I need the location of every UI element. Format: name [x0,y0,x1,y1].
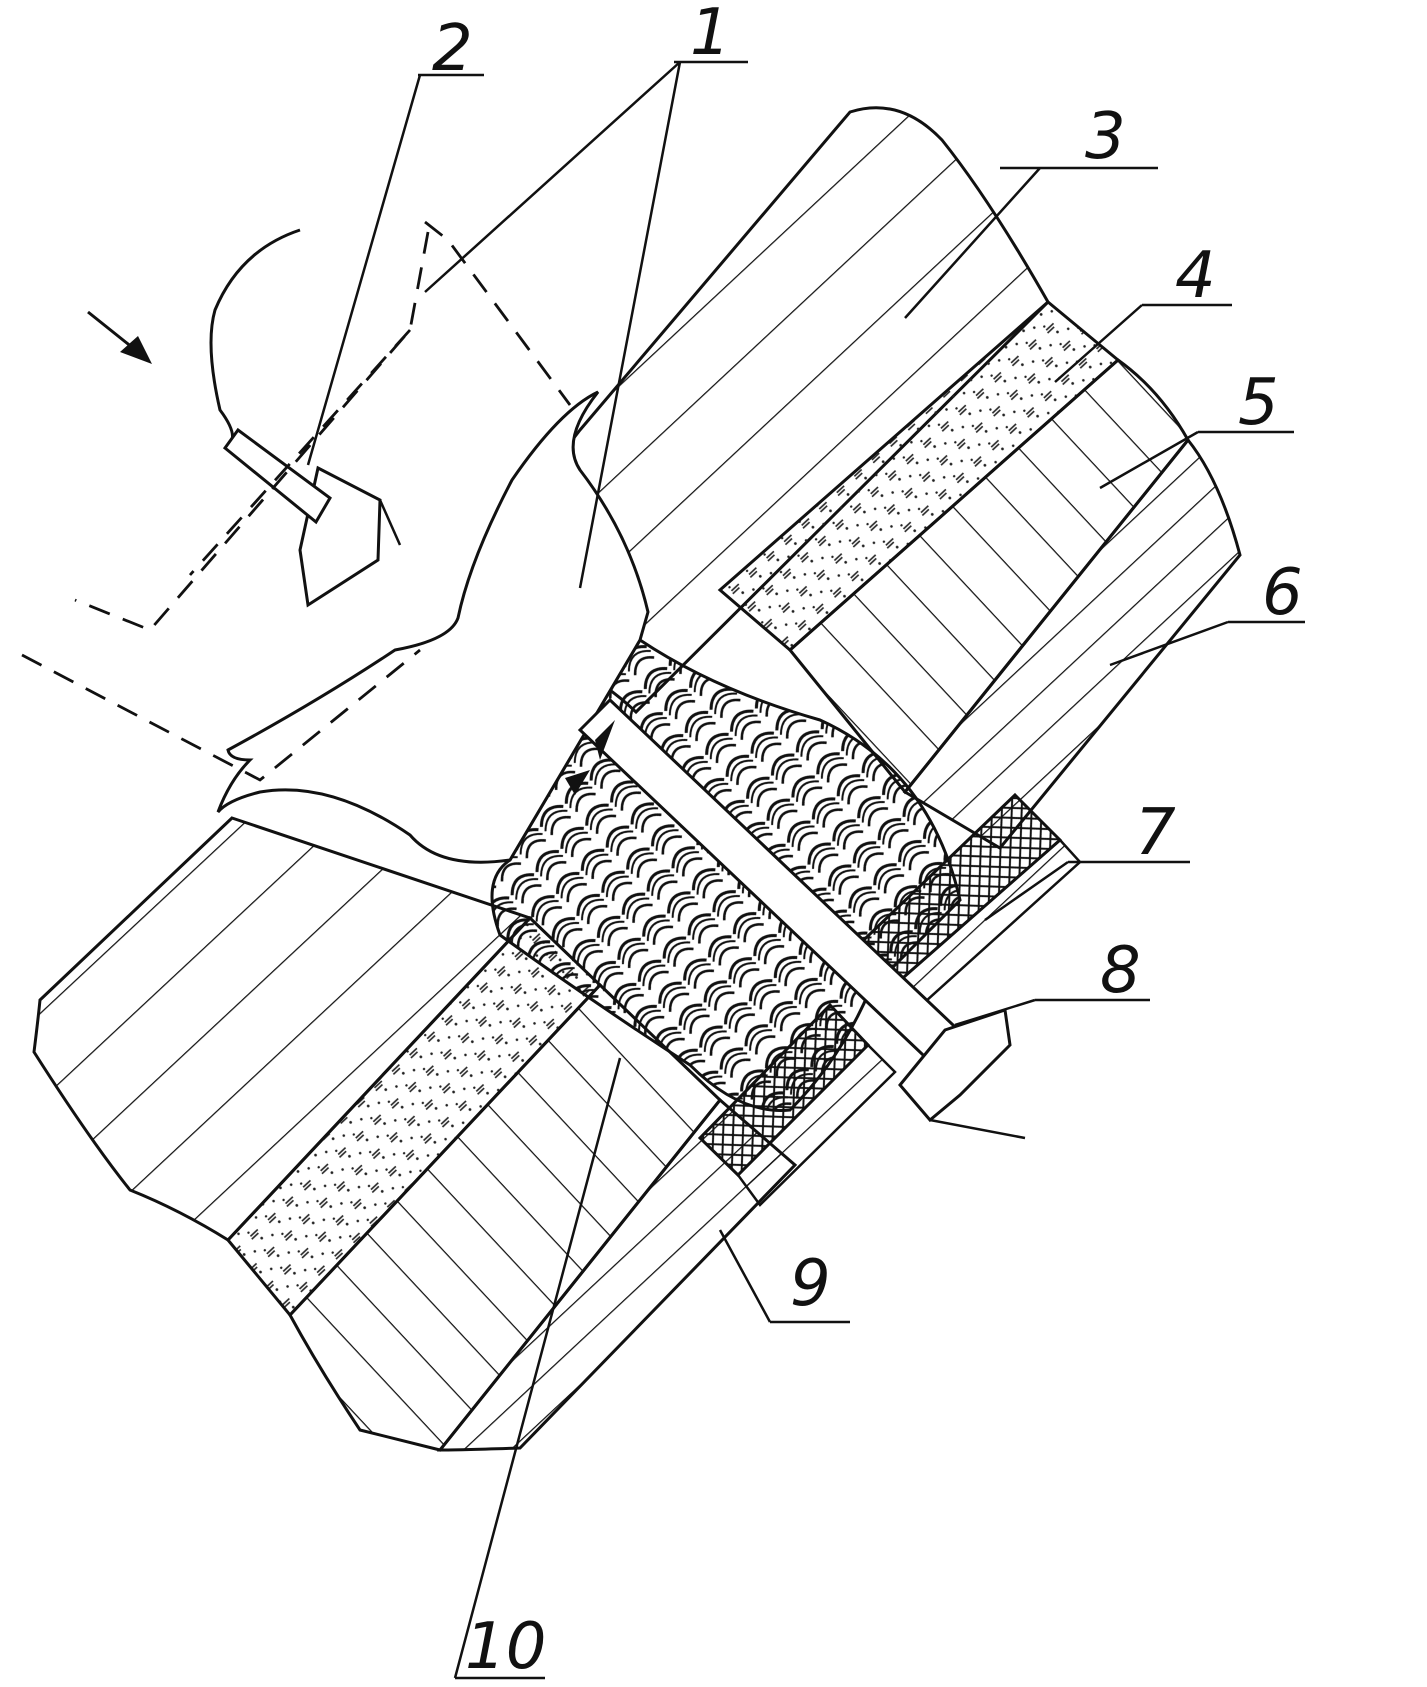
callout-2: 2 [432,12,473,86]
callout-8: 8 [1100,934,1141,1008]
rod-8-end-line [930,1120,1025,1138]
callout-1: 1 [690,0,731,70]
callout-3: 3 [1085,100,1126,174]
holder-2-edge [380,500,400,545]
callout-5: 5 [1238,366,1279,440]
callout-4: 4 [1175,239,1216,313]
callout-10: 10 [465,1610,546,1684]
callout-7: 7 [1135,796,1176,870]
callout-9: 9 [790,1247,831,1321]
leader-2 [308,75,484,465]
hand-outline [211,230,300,440]
callout-6: 6 [1262,556,1303,630]
